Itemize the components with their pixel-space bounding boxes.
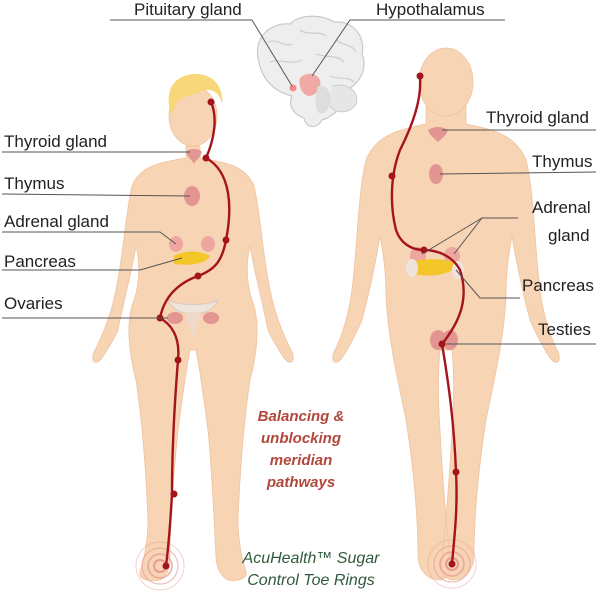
brand-line1: AcuHealth™ Sugar <box>242 550 380 567</box>
label-female-pancreas: Pancreas <box>4 252 76 271</box>
female-thyroid-shape <box>186 149 202 164</box>
label-female-thymus: Thymus <box>4 174 65 193</box>
female-figure <box>92 85 294 582</box>
hypothalamus-shape <box>299 73 321 96</box>
female-ovary-left <box>167 312 183 324</box>
label-female-adrenal-gland: Adrenal gland <box>4 212 109 231</box>
male-pancreas-shape <box>410 259 458 276</box>
label-male-pancreas: Pancreas <box>522 276 594 295</box>
leader-lines <box>1 19 597 345</box>
male-testis-right <box>442 330 458 350</box>
female-organs <box>167 149 219 338</box>
male-organs <box>406 127 464 350</box>
female-pancreas-shape <box>174 251 210 265</box>
female-hair <box>168 74 223 114</box>
male-thyroid-shape <box>428 127 448 142</box>
female-meridian-path <box>158 101 231 567</box>
label-pituitary-gland: Pituitary gland <box>134 0 242 19</box>
meridian-caption: Balancing & unblocking meridian pathways <box>232 406 370 494</box>
female-ovary-right <box>203 312 219 324</box>
male-thymus-shape <box>429 164 443 184</box>
caption-line2: unblocking meridian <box>261 430 341 469</box>
male-meridian-path <box>390 75 465 565</box>
female-thymus-shape <box>184 186 200 206</box>
label-female-thyroid-gland: Thyroid gland <box>4 132 108 151</box>
label-hypothalamus: Hypothalamus <box>376 0 485 19</box>
caption-line3: pathways <box>266 474 336 491</box>
pituitary-shape <box>289 84 297 92</box>
label-male-thyroid-gland: Thyroid gland <box>486 108 590 127</box>
label-male-adrenal-line2: gland <box>548 226 590 245</box>
label-male-testies: Testies <box>538 320 591 339</box>
brand-caption: AcuHealth™ Sugar Control Toe Rings <box>234 548 388 592</box>
caption-line1: Balancing & <box>257 408 345 425</box>
brain-illustration <box>256 15 365 128</box>
label-female-ovaries: Ovaries <box>4 294 63 313</box>
label-male-thymus: Thymus <box>532 152 593 171</box>
female-adrenal-right <box>201 236 215 252</box>
brand-line2: Control Toe Rings <box>247 572 375 589</box>
label-male-adrenal-line1: Adrenal <box>532 198 591 217</box>
